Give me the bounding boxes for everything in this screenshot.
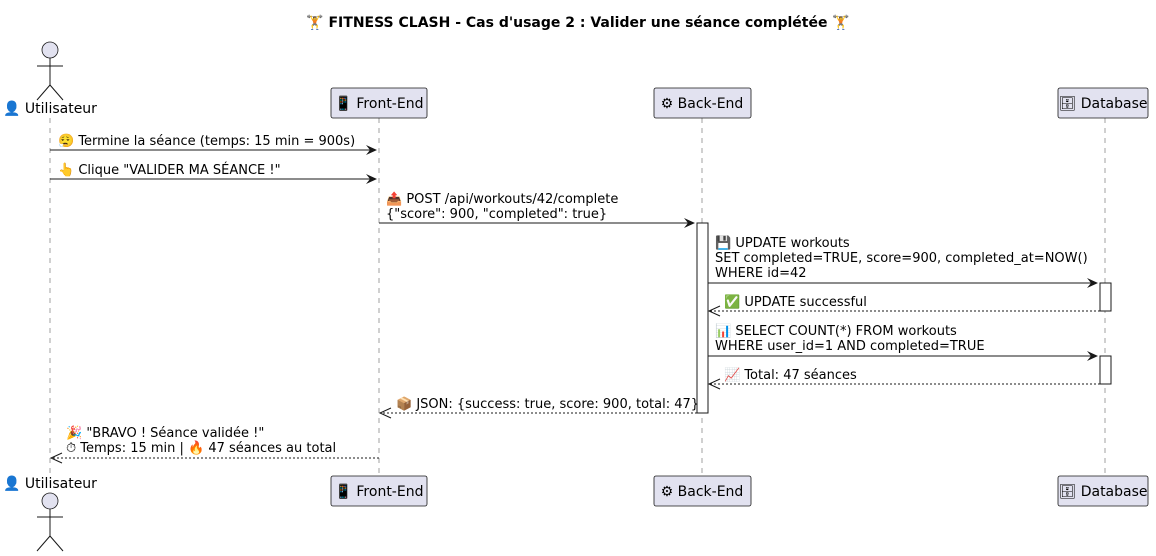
- actor-head-icon: [41, 492, 59, 510]
- message-1: 😮‍💨 Termine la séance (temps: 15 min = 9…: [50, 133, 377, 155]
- activation-back-end: [696, 222, 709, 414]
- message-1-line-1: 😮‍💨 Termine la séance (temps: 15 min = 9…: [58, 133, 355, 149]
- actor-user-top: 👤 Utilisateur: [3, 41, 97, 117]
- message-6-line-2: WHERE user_id=1 AND completed=TRUE: [715, 339, 985, 354]
- actor-head-icon: [41, 41, 59, 59]
- message-8-line-1: 📦 JSON: {success: true, score: 900, tota…: [396, 396, 699, 412]
- participant-front-end-label: 📱 Front-End: [335, 95, 424, 112]
- message-6: 📊 SELECT COUNT(*) FROM workouts WHERE us…: [708, 323, 1098, 361]
- message-5-line-1: ✅ UPDATE successful: [724, 294, 867, 310]
- participant-user-label-top: 👤 Utilisateur: [3, 100, 97, 117]
- activation-database-1: [1099, 282, 1112, 312]
- participant-database-label: 🗄 Database: [1058, 95, 1147, 112]
- participant-front-end-label: 📱 Front-End: [335, 483, 424, 500]
- message-4-line-1: 💾 UPDATE workouts: [715, 235, 850, 251]
- participant-database-top: 🗄 Database: [1057, 87, 1149, 119]
- diagram-title: 🏋 FITNESS CLASH - Cas d'usage 2 : Valide…: [306, 14, 850, 31]
- message-4-line-2: SET completed=TRUE, score=900, completed…: [715, 251, 1088, 266]
- actor-user-bottom: 👤 Utilisateur: [3, 475, 97, 552]
- message-9-line-1: 🎉 "BRAVO ! Séance validée !": [66, 425, 264, 441]
- message-7-line-1: 📈 Total: 47 séances: [724, 367, 857, 383]
- participant-database-bottom: 🗄 Database: [1057, 475, 1149, 507]
- participant-back-end-bottom: ⚙ Back-End: [653, 475, 752, 507]
- participant-back-end-label: ⚙ Back-End: [661, 96, 744, 112]
- message-3: 📤 POST /api/workouts/42/complete {"score…: [379, 191, 695, 228]
- message-2: 👆 Clique "VALIDER MA SÉANCE !": [50, 162, 377, 184]
- message-5: ✅ UPDATE successful: [707, 294, 1100, 317]
- message-4: 💾 UPDATE workouts SET completed=TRUE, sc…: [708, 235, 1098, 288]
- message-4-line-3: WHERE id=42: [715, 266, 807, 281]
- activation-database-2: [1099, 355, 1112, 385]
- message-8: 📦 JSON: {success: true, score: 900, tota…: [378, 396, 699, 419]
- message-2-line-1: 👆 Clique "VALIDER MA SÉANCE !": [58, 162, 281, 178]
- message-9: 🎉 "BRAVO ! Séance validée !" ⏱ Temps: 15…: [49, 425, 379, 464]
- participant-front-end-bottom: 📱 Front-End: [330, 475, 428, 507]
- message-9-line-2: ⏱ Temps: 15 min | 🔥 47 séances au total: [66, 440, 336, 456]
- message-6-line-1: 📊 SELECT COUNT(*) FROM workouts: [715, 323, 957, 339]
- message-3-line-1: 📤 POST /api/workouts/42/complete: [386, 191, 618, 207]
- message-7: 📈 Total: 47 séances: [707, 367, 1100, 390]
- participant-back-end-top: ⚙ Back-End: [653, 87, 752, 119]
- participant-database-label: 🗄 Database: [1058, 483, 1147, 500]
- participant-front-end-top: 📱 Front-End: [330, 87, 428, 119]
- participant-back-end-label: ⚙ Back-End: [661, 484, 744, 500]
- message-3-line-2: {"score": 900, "completed": true}: [386, 207, 607, 222]
- participant-user-label-bottom: 👤 Utilisateur: [3, 475, 97, 492]
